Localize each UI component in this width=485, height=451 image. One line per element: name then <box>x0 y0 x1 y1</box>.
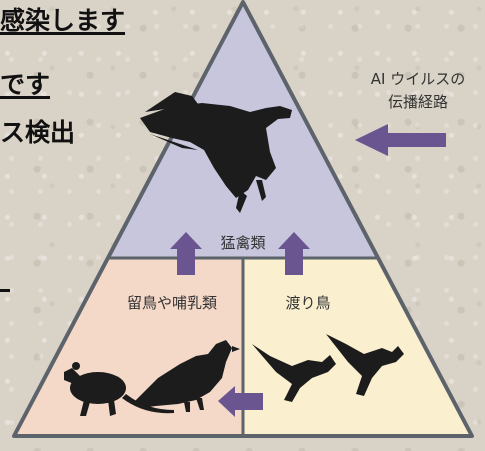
pigeon-silhouette <box>134 340 240 412</box>
eagle-silhouette <box>140 92 292 213</box>
side-label-line-1: AI ウイルスの <box>371 70 465 88</box>
left-tier-label: 留鳥や哺乳類 <box>127 294 217 312</box>
dash-mark <box>0 289 10 292</box>
headline-line-1: 感染します <box>0 6 126 35</box>
left-tier-resident <box>14 258 243 436</box>
arrow-left-up <box>170 232 202 275</box>
arrow-from-side <box>355 124 446 156</box>
arrow-right-up <box>278 232 310 275</box>
rat-silhouette <box>64 362 174 416</box>
headline-line-2: です <box>0 70 51 99</box>
headline-line-3: ス検出 <box>0 118 76 147</box>
migratory-bird-silhouettes <box>252 334 404 402</box>
arrow-right-to-left <box>218 386 263 417</box>
right-tier-migratory <box>243 258 472 436</box>
top-tier-label: 猛禽類 <box>220 234 265 252</box>
right-tier-label: 渡り鳥 <box>285 294 330 312</box>
side-label-line-2: 伝播経路 <box>388 93 448 111</box>
